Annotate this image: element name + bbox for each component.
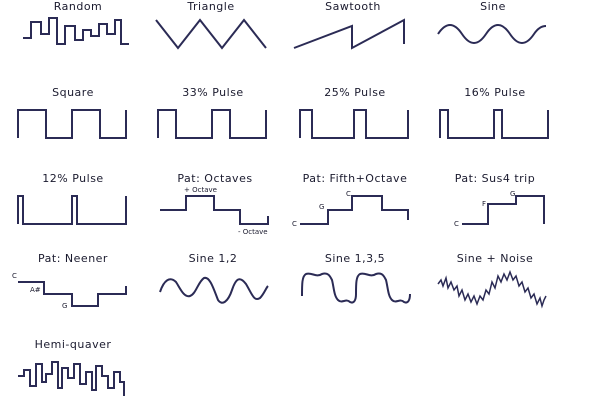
note-label: C (346, 190, 351, 198)
note-label: A# (30, 286, 41, 294)
waveform-sine135: Sine 1,3,5 (290, 252, 420, 332)
waveform-label: Pat: Neener (38, 252, 108, 265)
waveform-random: Random (13, 0, 143, 80)
waveform-chart: Random Triangle Sawtooth Sine Square 33%… (8, 0, 560, 396)
note-label: F (482, 200, 486, 208)
random-wave (23, 17, 129, 45)
sine12-wave (159, 276, 269, 304)
waveform-label: Sine 1,3,5 (324, 252, 386, 265)
pat-neener-wave: C A# G (12, 272, 127, 310)
pat-fifth-octave-wave: C G C (292, 190, 409, 228)
pulse25-wave (299, 109, 409, 139)
note-label: C (12, 272, 17, 280)
note-label: + Octave (184, 186, 217, 194)
waveform-pat-octaves: Pat: Octaves + Octave - Octave (150, 172, 280, 252)
waveform-pat-neener: Pat: Neener C A# G (8, 252, 138, 332)
waveform-square: Square (8, 86, 138, 166)
note-label: G (62, 302, 67, 310)
triangle-wave (155, 18, 267, 50)
waveform-sine: Sine (428, 0, 558, 80)
sawtooth-wave (293, 18, 405, 50)
sine-wave (437, 24, 547, 44)
waveform-label: Sawtooth (325, 0, 381, 13)
waveform-label: Random (53, 0, 103, 13)
pulse12-wave (17, 195, 127, 225)
waveform-label: 16% Pulse (464, 86, 526, 99)
waveform-label: Sine + Noise (456, 252, 534, 265)
waveform-label: Pat: Sus4 trip (454, 172, 536, 185)
sine-noise-wave (437, 269, 547, 309)
waveform-pulse25: 25% Pulse (290, 86, 420, 166)
waveform-pat-fifth-octave: Pat: Fifth+Octave C G C (290, 172, 420, 252)
waveform-label: 25% Pulse (324, 86, 386, 99)
waveform-label: Pat: Octaves (177, 172, 253, 185)
waveform-pulse16: 16% Pulse (430, 86, 560, 166)
waveform-label: Pat: Fifth+Octave (302, 172, 408, 185)
waveform-pulse33: 33% Pulse (148, 86, 278, 166)
pat-octaves-wave: + Octave - Octave (160, 186, 269, 236)
note-label: - Octave (238, 228, 268, 236)
pat-sus4-trip-wave: G F C (454, 190, 545, 228)
waveform-label: 33% Pulse (182, 86, 244, 99)
waveform-label: Sine 1,2 (188, 252, 238, 265)
note-label: G (319, 203, 324, 211)
waveform-triangle: Triangle (146, 0, 276, 80)
note-label: C (454, 220, 459, 228)
waveform-sawtooth: Sawtooth (288, 0, 418, 80)
waveform-label: Hemi-quaver (34, 338, 112, 351)
pulse33-wave (157, 109, 267, 139)
note-label: G (510, 190, 515, 198)
waveform-sine-noise: Sine + Noise (430, 252, 560, 332)
waveform-sine12: Sine 1,2 (148, 252, 278, 332)
waveform-pulse12: 12% Pulse (8, 172, 138, 252)
square-wave (17, 109, 127, 139)
waveform-label: 12% Pulse (42, 172, 104, 185)
hemi-quaver-wave (18, 361, 125, 396)
waveform-label: Triangle (187, 0, 235, 13)
note-label: C (292, 220, 297, 228)
pulse16-wave (439, 109, 549, 139)
waveform-label: Square (52, 86, 94, 99)
waveform-label: Sine (480, 0, 506, 13)
waveform-hemi-quaver: Hemi-quaver (8, 338, 138, 418)
sine135-wave (301, 272, 411, 304)
waveform-pat-sus4-trip: Pat: Sus4 trip G F C (430, 172, 560, 252)
